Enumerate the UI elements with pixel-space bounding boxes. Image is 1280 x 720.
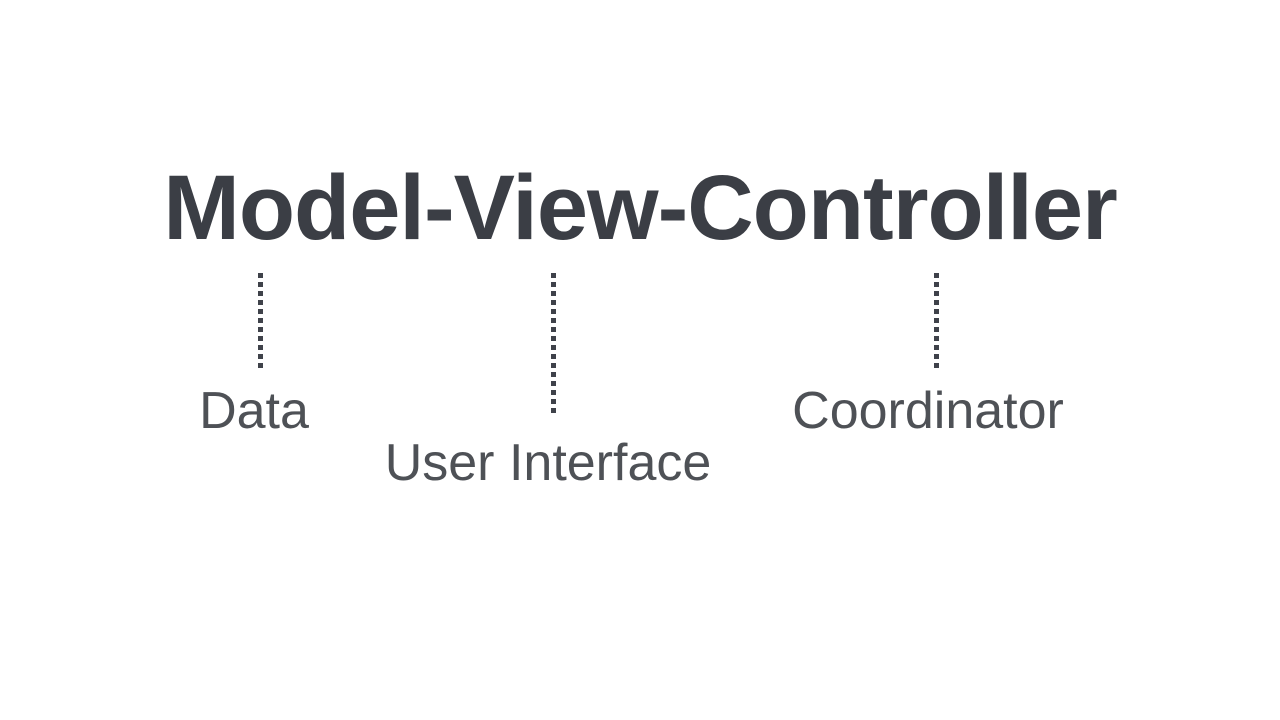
diagram-title: Model-View-Controller — [163, 157, 1118, 259]
model-annotation-label: Data — [199, 382, 309, 440]
view-annotation-label: User Interface — [384, 434, 712, 492]
controller-annotation-label: Coordinator — [792, 382, 1064, 440]
view-connector-dotted-line — [551, 273, 556, 415]
controller-connector-dotted-line — [934, 273, 939, 368]
model-connector-dotted-line — [258, 273, 263, 368]
